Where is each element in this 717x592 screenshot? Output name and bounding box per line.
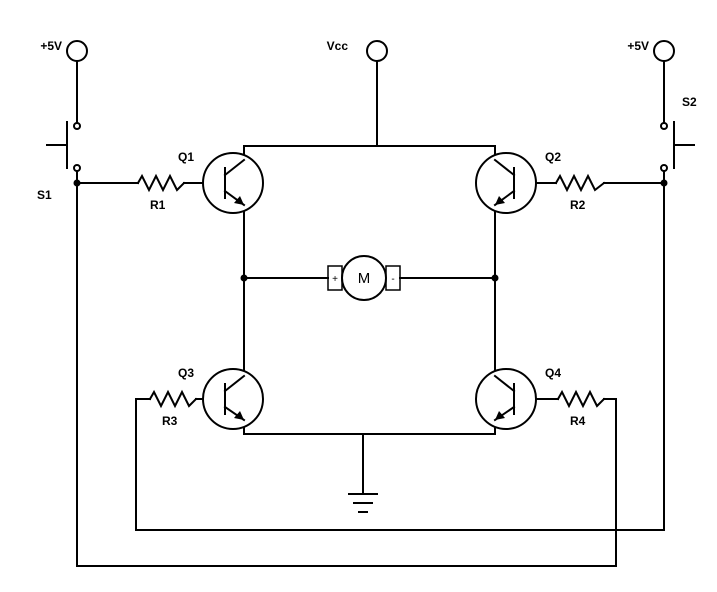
switch-s1: S1	[37, 121, 81, 202]
transistor-q2: Q2	[475, 150, 561, 214]
right-5v-terminal: +5V	[627, 39, 675, 123]
resistor-r2: R2	[554, 173, 606, 212]
junction-dot	[240, 274, 248, 282]
left-5v-terminal: +5V	[40, 39, 88, 123]
vcc-terminal: Vcc	[327, 39, 388, 147]
junction-dot	[491, 274, 499, 282]
resistor-r3: R3	[148, 389, 198, 428]
r1-label: R1	[150, 198, 166, 212]
q2-label: Q2	[545, 150, 561, 164]
left-5v-label: +5V	[40, 39, 62, 53]
vcc-label: Vcc	[327, 39, 349, 53]
q4-label: Q4	[545, 366, 561, 380]
r2-label: R2	[570, 198, 586, 212]
bridge-wires	[76, 145, 665, 567]
switch-s2: S2	[660, 95, 697, 184]
r3-label: R3	[162, 414, 178, 428]
transistor-q1: Q1	[178, 150, 264, 214]
motor-minus-label: -	[391, 274, 394, 285]
s2-label: S2	[682, 95, 697, 109]
q1-label: Q1	[178, 150, 194, 164]
resistor-r4: R4	[556, 389, 606, 428]
motor: M + -	[327, 255, 401, 301]
q3-label: Q3	[178, 366, 194, 380]
s1-label: S1	[37, 188, 52, 202]
motor-plus-label: +	[332, 274, 338, 285]
transistor-q3: Q3	[178, 366, 264, 430]
junction-dot	[73, 179, 81, 187]
motor-label: M	[358, 270, 371, 287]
r4-label: R4	[570, 414, 586, 428]
resistor-r1: R1	[136, 173, 186, 212]
transistor-q4: Q4	[475, 366, 561, 430]
junction-dot	[660, 179, 668, 187]
ground-symbol	[348, 493, 378, 513]
right-5v-label: +5V	[627, 39, 649, 53]
